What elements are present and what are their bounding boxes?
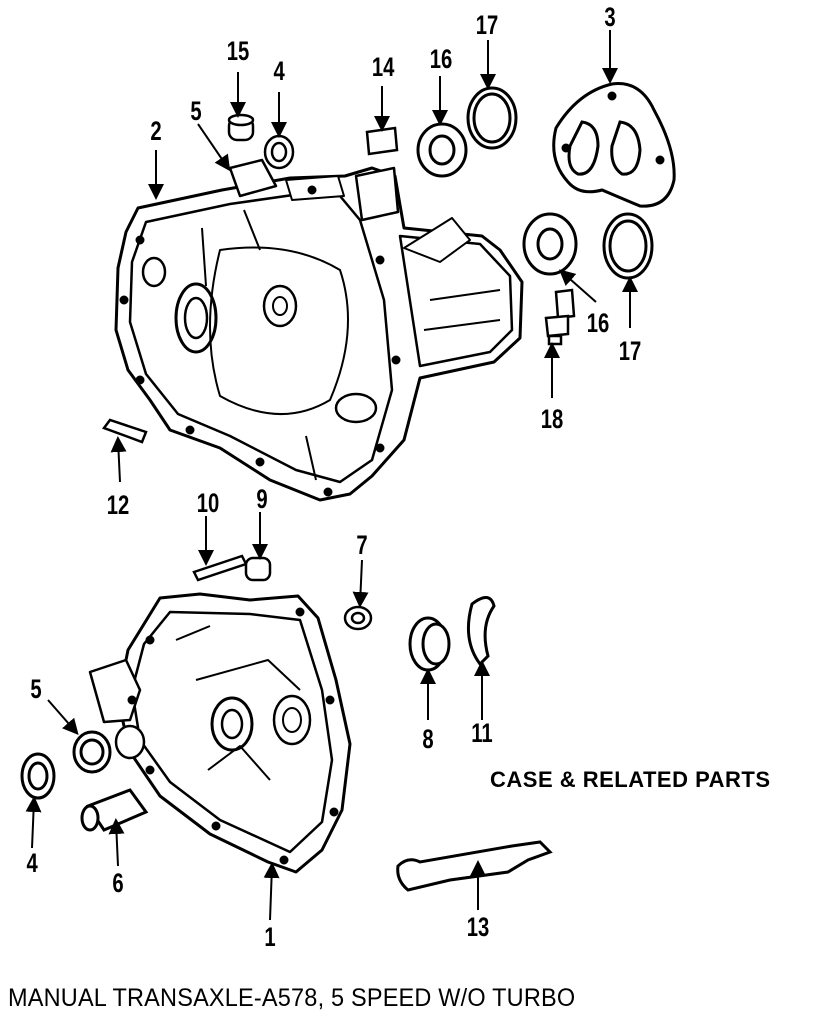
leader-lines — [25, 30, 638, 921]
top-small-parts — [227, 113, 399, 170]
part-13-bracket — [396, 840, 553, 892]
callout-16-upper: 16 — [430, 44, 453, 75]
transaxle-case-upper — [114, 158, 524, 502]
transaxle-case-lower — [88, 592, 352, 874]
part-18-sensor — [544, 288, 576, 346]
callout-numbers: 2 5 15 4 14 16 17 3 16 17 18 12 10 9 7 8… — [26, 2, 641, 953]
callout-17-upper: 17 — [476, 10, 499, 41]
callout-9: 9 — [256, 484, 267, 515]
callout-5-lower: 5 — [30, 674, 41, 705]
part-3-cover — [552, 82, 676, 208]
part-12-plate — [101, 418, 148, 444]
callout-8: 8 — [422, 724, 433, 755]
section-caption: CASE & RELATED PARTS — [490, 767, 771, 792]
seals-right — [522, 212, 654, 280]
callout-18: 18 — [541, 404, 564, 435]
parts-8-11 — [408, 596, 496, 672]
callout-5-upper: 5 — [190, 96, 201, 127]
diagram-title: MANUAL TRANSAXLE-A578, 5 SPEED W/O TURBO — [8, 984, 576, 1012]
lower-small-parts — [192, 554, 373, 631]
seals-upper — [416, 86, 518, 178]
callout-16-right: 16 — [587, 308, 610, 339]
callout-10: 10 — [197, 488, 220, 519]
callout-4-upper: 4 — [273, 56, 285, 87]
callout-11: 11 — [471, 718, 492, 749]
callout-3: 3 — [604, 2, 615, 33]
callout-15: 15 — [227, 36, 250, 67]
callout-17-right: 17 — [619, 336, 642, 367]
callout-4-lower: 4 — [26, 848, 38, 879]
callout-14: 14 — [372, 52, 395, 83]
callout-2: 2 — [150, 116, 161, 147]
callout-12: 12 — [107, 490, 130, 521]
lower-left-seals — [20, 730, 149, 832]
callout-6: 6 — [112, 868, 123, 899]
callout-7: 7 — [356, 530, 367, 561]
callout-13: 13 — [467, 912, 490, 943]
callout-1: 1 — [264, 922, 275, 953]
